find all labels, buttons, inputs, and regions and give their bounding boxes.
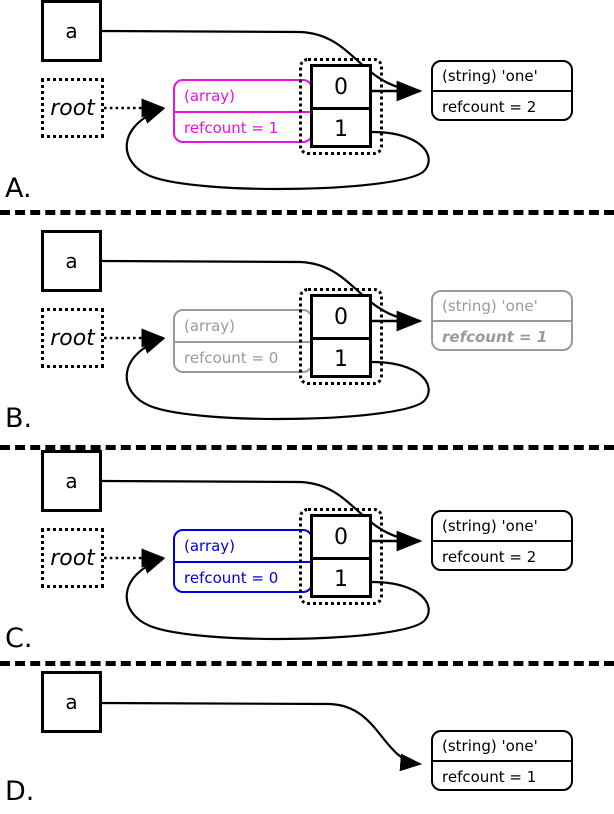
section-label-d: D.	[5, 776, 35, 807]
string-refcount-label: refcount = 2	[442, 547, 537, 566]
root-label: root	[50, 545, 95, 571]
array-zval-box: (array) refcount = 0	[173, 529, 313, 593]
section-divider-3	[0, 661, 614, 666]
variable-box-a: a	[41, 0, 102, 62]
array-slots-wrapper	[299, 508, 383, 605]
section-c: a root (array) refcount = 0 0 1 (string)…	[0, 450, 614, 660]
string-refcount-label: refcount = 1	[442, 327, 548, 346]
variable-box-a: a	[41, 671, 102, 733]
array-type-label: (array)	[175, 531, 311, 563]
array-type-label: (array)	[175, 81, 311, 113]
section-divider-2	[0, 445, 614, 450]
variable-label: a	[65, 249, 78, 273]
section-b: a root (array) refcount = 0 0 1 (string)…	[0, 230, 614, 440]
array-slots-wrapper	[299, 288, 383, 385]
root-box: root	[41, 308, 104, 368]
root-box: root	[41, 78, 104, 138]
array-slots-wrapper	[299, 58, 383, 155]
string-zval-box: (string) 'one' refcount = 2	[431, 60, 573, 121]
array-slot-0: 0	[313, 297, 369, 340]
root-label: root	[50, 95, 95, 121]
string-type-label: (string) 'one'	[433, 512, 571, 542]
array-slots-table: 0 1	[310, 514, 372, 598]
array-slot-0: 0	[313, 517, 369, 560]
variable-box-a: a	[41, 230, 102, 292]
string-zval-box: (string) 'one' refcount = 2	[431, 510, 573, 571]
string-type-label: (string) 'one'	[433, 62, 571, 92]
section-divider-1	[0, 210, 614, 215]
array-type-label: (array)	[175, 311, 311, 343]
array-slot-1: 1	[334, 116, 348, 142]
variable-label: a	[65, 469, 78, 493]
array-slot-1: 1	[334, 566, 348, 592]
section-label-c: C.	[5, 623, 33, 654]
root-label: root	[50, 325, 95, 351]
array-slot-1: 1	[334, 346, 348, 372]
array-refcount-label: refcount = 0	[184, 349, 279, 367]
edge-a-to-string	[101, 701, 423, 772]
variable-label: a	[65, 19, 78, 43]
section-label-a: A.	[5, 173, 32, 204]
section-label-b: B.	[5, 403, 33, 434]
string-refcount-label: refcount = 1	[442, 767, 537, 786]
array-refcount-label: refcount = 1	[184, 119, 279, 137]
string-type-label: (string) 'one'	[433, 292, 571, 322]
section-d: a (string) 'one' refcount = 1 D.	[0, 666, 614, 814]
array-slots-table: 0 1	[310, 64, 372, 148]
string-type-label: (string) 'one'	[433, 732, 571, 762]
variable-box-a: a	[41, 450, 102, 512]
root-box: root	[41, 528, 104, 588]
array-slots-table: 0 1	[310, 294, 372, 378]
string-refcount-label: refcount = 2	[442, 97, 537, 116]
string-zval-box: (string) 'one' refcount = 1	[431, 290, 573, 351]
string-zval-box: (string) 'one' refcount = 1	[431, 730, 573, 791]
array-zval-box: (array) refcount = 0	[173, 309, 313, 373]
array-zval-box: (array) refcount = 1	[173, 79, 313, 143]
variable-label: a	[65, 690, 78, 714]
section-a: a root (array) refcount = 1 0 1 (string)…	[0, 0, 614, 210]
array-refcount-label: refcount = 0	[184, 569, 279, 587]
array-slot-0: 0	[313, 67, 369, 110]
